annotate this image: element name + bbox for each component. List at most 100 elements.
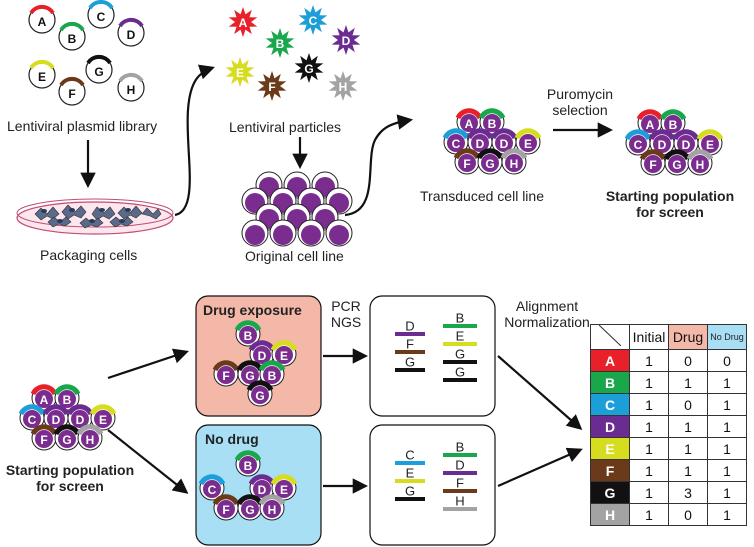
cell-c: C bbox=[442, 128, 470, 155]
cell-e: E bbox=[270, 474, 298, 501]
band-letter: D bbox=[455, 458, 464, 473]
cell-letter: F bbox=[463, 157, 470, 171]
cell-letter: F bbox=[222, 503, 229, 517]
particle-g: G bbox=[294, 53, 324, 83]
band-letter: D bbox=[405, 319, 414, 334]
cell-letter: C bbox=[208, 483, 217, 497]
label-transduced-cell-line: Transduced cell line bbox=[420, 188, 544, 204]
band-letter: H bbox=[455, 494, 464, 509]
band-letter: E bbox=[406, 466, 415, 481]
cell-drug: 1 bbox=[668, 459, 708, 482]
row-label: H bbox=[590, 503, 630, 526]
gel-nodrug-box bbox=[369, 424, 496, 546]
plasmid-letter: F bbox=[68, 87, 75, 101]
band-letter: G bbox=[455, 365, 465, 380]
particle-e: E bbox=[225, 57, 255, 87]
petri-dish-icon bbox=[16, 198, 174, 235]
plasmid-letter: G bbox=[94, 65, 103, 79]
cell-drug: 1 bbox=[668, 371, 708, 394]
particle-letter: F bbox=[268, 80, 275, 94]
label-puromycin: Puromycin selection bbox=[540, 86, 620, 118]
band-letter: E bbox=[456, 329, 465, 344]
cell-no-drug: 1 bbox=[707, 437, 747, 460]
cell-letter: B bbox=[63, 393, 72, 407]
label-no-drug: No drug bbox=[205, 431, 259, 447]
header-drug: Drug bbox=[668, 324, 708, 350]
cell-letter: B bbox=[669, 118, 678, 132]
label-lentiviral-plasmid-library: Lentiviral plasmid library bbox=[7, 118, 158, 134]
cell-h: H bbox=[76, 424, 104, 451]
cell-d: D bbox=[248, 474, 276, 501]
cell-initial: 1 bbox=[629, 415, 669, 438]
arrow-gel-nodrug-to-table bbox=[497, 447, 583, 488]
particle-c: C bbox=[298, 5, 328, 35]
label-starting-bottom-line2: for screen bbox=[36, 478, 104, 494]
band-letter: G bbox=[455, 347, 465, 362]
cell-letter: F bbox=[40, 433, 47, 447]
row-label: B bbox=[590, 371, 630, 394]
band-letter: C bbox=[405, 448, 414, 463]
plasmid-f: F bbox=[58, 77, 86, 106]
particle-a: A bbox=[228, 7, 258, 37]
cell-e: E bbox=[89, 404, 117, 431]
label-normalization: Normalization bbox=[504, 314, 590, 330]
label-starting-top-line1: Starting population bbox=[605, 188, 735, 204]
cell-f: F bbox=[30, 424, 58, 451]
plasmid-letter: D bbox=[127, 28, 136, 42]
cell-initial: 1 bbox=[629, 393, 669, 416]
band-letter: B bbox=[456, 311, 465, 326]
label-starting-top-line2: for screen bbox=[636, 204, 704, 220]
gel-band: E bbox=[395, 466, 425, 483]
cell-letter: E bbox=[706, 138, 714, 152]
cell-letter: A bbox=[40, 393, 49, 407]
cell-a: A bbox=[636, 109, 664, 136]
particle-letter: C bbox=[309, 14, 318, 28]
cell-d: D bbox=[66, 404, 94, 431]
cell-letter: D bbox=[658, 138, 667, 152]
gel-band: D bbox=[395, 319, 425, 336]
header-initial: Initial bbox=[629, 324, 669, 350]
header-no-drug: No Drug bbox=[707, 324, 747, 350]
plasmid-letter: H bbox=[127, 83, 136, 97]
cell-f: F bbox=[639, 149, 667, 176]
particle-b: B bbox=[265, 28, 295, 58]
cell-letter: D bbox=[76, 413, 85, 427]
gel-band: H bbox=[443, 494, 477, 511]
cell-b: B bbox=[234, 450, 262, 477]
particle-letter: B bbox=[276, 37, 285, 51]
cell-d: D bbox=[466, 128, 494, 155]
cell-e: E bbox=[514, 128, 542, 155]
label-puromycin-line2: selection bbox=[552, 102, 608, 118]
cell-initial: 1 bbox=[629, 459, 669, 482]
cell-letter: E bbox=[280, 483, 288, 497]
plasmid-letter: A bbox=[38, 15, 47, 29]
gel-band: G bbox=[443, 347, 477, 364]
cell-no-drug: 1 bbox=[707, 481, 747, 504]
cell-drug: 0 bbox=[668, 503, 708, 526]
label-alignment-normalization: Alignment Normalization bbox=[495, 298, 599, 330]
row-label: C bbox=[590, 393, 630, 416]
cell-initial: 1 bbox=[629, 437, 669, 460]
cell-letter: F bbox=[649, 158, 656, 172]
cell-initial: 1 bbox=[629, 371, 669, 394]
cell-letter: G bbox=[672, 158, 681, 172]
cell-drug: 3 bbox=[668, 481, 708, 504]
arrow-gel-drug-to-table bbox=[497, 355, 583, 431]
cell-no-drug: 1 bbox=[707, 503, 747, 526]
gel-band: G bbox=[395, 355, 425, 372]
cell-c: C bbox=[198, 474, 226, 501]
cell-letter: D bbox=[682, 138, 691, 152]
plasmid-letter: C bbox=[97, 10, 106, 24]
arrow-packaging-to-particles bbox=[174, 64, 215, 217]
cell-letter: F bbox=[222, 369, 229, 383]
cell-g: G bbox=[476, 148, 504, 175]
label-packaging-cells: Packaging cells bbox=[40, 247, 138, 263]
cell-a: A bbox=[30, 384, 58, 411]
